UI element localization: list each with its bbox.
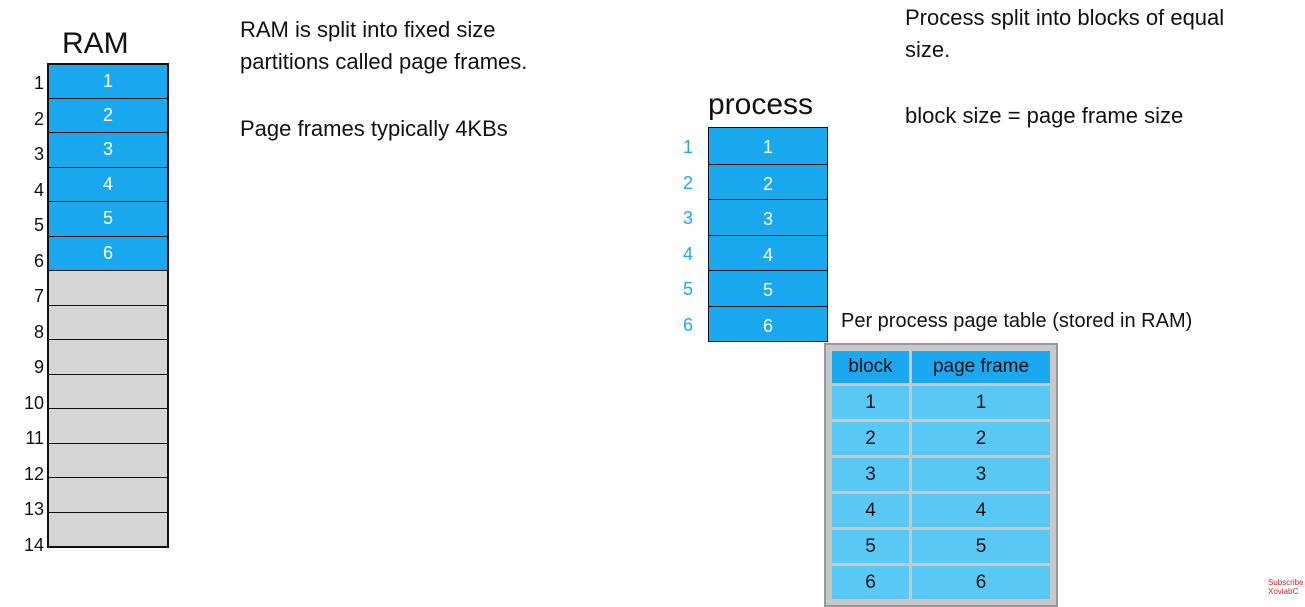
process-block-5: 5 bbox=[709, 270, 827, 306]
block-cell: 4 bbox=[832, 494, 909, 527]
ram-frame-7 bbox=[49, 270, 167, 305]
ram-description-line3: Page frames typically 4KBs bbox=[240, 116, 508, 141]
process-row-numbers: 1 2 3 4 5 6 bbox=[676, 127, 700, 340]
ram-frame-13 bbox=[49, 477, 167, 512]
ram-row-number: 13 bbox=[23, 499, 44, 519]
ram-frame-6: 6 bbox=[49, 235, 167, 270]
watermark-line1: Subscribe bbox=[1268, 578, 1304, 587]
block-cell: 2 bbox=[832, 422, 909, 455]
ram-row-number: 14 bbox=[23, 534, 44, 555]
process-block-6: 6 bbox=[709, 305, 827, 341]
process-block-2: 2 bbox=[709, 163, 827, 199]
page-frame-cell: 1 bbox=[912, 386, 1050, 419]
process-description-line1: Process split into blocks of equal bbox=[905, 5, 1225, 30]
ram-description-line1: RAM is split into fixed size bbox=[240, 17, 496, 42]
page-frame-cell: 5 bbox=[912, 530, 1050, 563]
ram-frame-4: 4 bbox=[49, 166, 167, 201]
block-cell: 1 bbox=[832, 386, 909, 419]
ram-frame-1: 1 bbox=[49, 63, 167, 98]
ram-frame-11 bbox=[49, 408, 167, 443]
process-description-line2: size. bbox=[905, 37, 951, 62]
ram-row-number: 8 bbox=[33, 321, 44, 342]
ram-frame-9 bbox=[49, 339, 167, 374]
ram-frame-8 bbox=[49, 304, 167, 339]
ram-row-number: 6 bbox=[33, 250, 44, 271]
page-table-caption: Per process page table (stored in RAM) bbox=[841, 310, 1193, 332]
ram-frame-12 bbox=[49, 442, 167, 477]
ram-title: RAM bbox=[62, 27, 129, 60]
process-row-number: 1 bbox=[682, 137, 693, 157]
page-table-header-block: block bbox=[832, 351, 909, 383]
block-cell: 6 bbox=[832, 566, 909, 599]
watermark-line2: XoviabC bbox=[1268, 587, 1299, 596]
process-row-number: 2 bbox=[682, 172, 693, 193]
page-frame-cell: 2 bbox=[912, 422, 1050, 455]
ram-frame-2: 2 bbox=[49, 97, 167, 132]
ram-frame-3: 3 bbox=[49, 132, 167, 167]
ram-row-number: 11 bbox=[25, 428, 44, 448]
ram-row-number: 4 bbox=[33, 179, 44, 200]
process-block-3: 3 bbox=[709, 199, 827, 235]
page-frame-cell: 6 bbox=[912, 566, 1050, 599]
process-description-line3: block size = page frame size bbox=[905, 103, 1184, 128]
page-table-header-row: block page frame bbox=[832, 351, 1050, 383]
process-block-4: 4 bbox=[709, 234, 827, 270]
ram-frame-5: 5 bbox=[49, 201, 167, 236]
block-cell: 5 bbox=[832, 530, 909, 563]
process-row-number: 6 bbox=[682, 314, 693, 335]
ram-frame-10 bbox=[49, 373, 167, 408]
subscribe-watermark: Subscribe XoviabC bbox=[1268, 578, 1304, 596]
page-table-header-page-frame: page frame bbox=[912, 351, 1050, 383]
ram-row-number: 9 bbox=[33, 357, 44, 377]
page-frame-cell: 4 bbox=[912, 494, 1050, 527]
ram-row-number: 5 bbox=[33, 215, 44, 235]
ram-row-number: 2 bbox=[33, 108, 44, 129]
process-row-number: 3 bbox=[682, 208, 693, 228]
ram-row-number: 7 bbox=[33, 286, 44, 306]
ram-row-number: 3 bbox=[33, 144, 44, 164]
process-title: process bbox=[708, 88, 814, 121]
ram-frame-14 bbox=[49, 511, 167, 546]
ram-description-line2: partitions called page frames. bbox=[240, 49, 528, 74]
page-frame-cell: 3 bbox=[912, 458, 1050, 491]
ram-row-number: 10 bbox=[23, 392, 44, 413]
block-cell: 3 bbox=[832, 458, 909, 491]
process-row-number: 4 bbox=[682, 243, 693, 264]
ram-row-number: 12 bbox=[23, 463, 44, 484]
process-row-number: 5 bbox=[682, 279, 693, 299]
ram-row-number: 1 bbox=[33, 73, 44, 93]
process-block-1: 1 bbox=[709, 128, 827, 164]
